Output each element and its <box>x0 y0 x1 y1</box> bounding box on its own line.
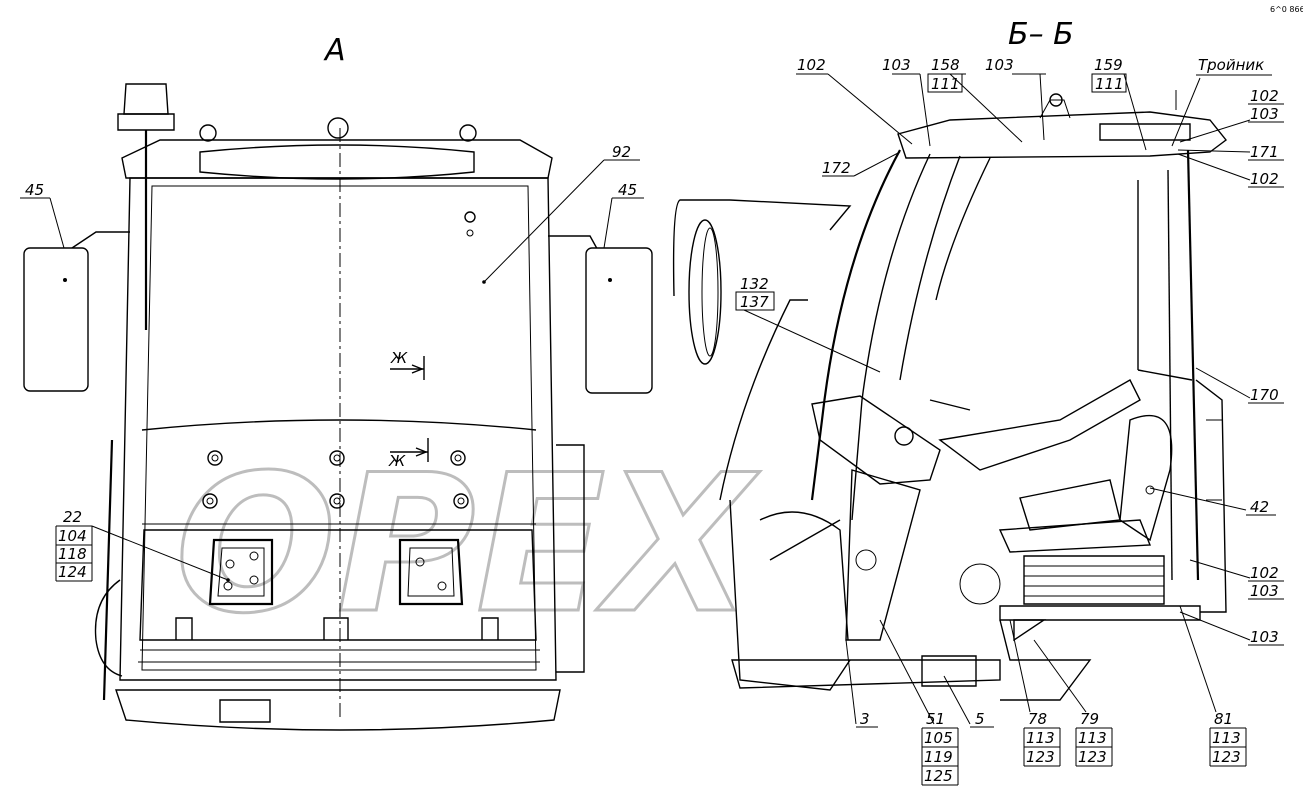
callout-104: 104 <box>58 527 87 545</box>
section-mark-upper: Ж <box>390 349 408 367</box>
callout-42: 42 <box>1250 498 1269 516</box>
callout-102-low: 102 <box>1250 564 1279 582</box>
callout-stack-78: 78 113 123 <box>1023 710 1061 767</box>
callout-stack-79: 79 113 123 <box>1075 710 1113 767</box>
callout-3: 3 <box>860 710 870 728</box>
section-mark-lower: Ж <box>388 452 406 470</box>
callout-stack-102-103-low: 102 103 <box>1248 564 1284 600</box>
callout-stack-81: 81 113 123 <box>1209 710 1247 767</box>
callout-113-a: 113 <box>1026 729 1055 747</box>
callout-137: 137 <box>740 293 769 311</box>
callout-171: 171 <box>1250 143 1279 161</box>
callout-113-c: 113 <box>1212 729 1241 747</box>
view-a-drawing: А <box>20 33 653 731</box>
view-a-title: А <box>323 33 346 68</box>
callout-113-b: 113 <box>1078 729 1107 747</box>
callout-118: 118 <box>58 545 87 563</box>
callout-stack-158-111: 158 <box>931 56 960 74</box>
callout-123-b: 123 <box>1078 748 1107 766</box>
callout-stack-159-111: 159 111 <box>1091 56 1127 93</box>
callout-123-a: 123 <box>1026 748 1055 766</box>
callout-119: 119 <box>924 748 953 766</box>
callout-172: 172 <box>822 159 851 177</box>
side-mirror <box>688 219 722 365</box>
callout-124: 124 <box>58 563 87 581</box>
callout-stack-102-103-top: 102 103 <box>1248 87 1284 123</box>
callout-105: 105 <box>924 729 953 747</box>
callout-102-right: 102 <box>1250 170 1279 188</box>
callout-170: 170 <box>1250 386 1279 404</box>
left-mirror <box>23 247 89 392</box>
callout-103-top: 103 <box>985 56 1014 74</box>
callout-51: 51 <box>926 710 945 728</box>
callout-45-right: 45 <box>618 181 637 199</box>
tee-label: Тройник <box>1198 56 1264 74</box>
callout-103: 103 <box>882 56 911 74</box>
tee-label-group: Тройник <box>1196 56 1272 76</box>
watermark: ОРЕХ <box>175 434 761 655</box>
view-bb-title: Б– Б <box>1008 17 1074 52</box>
callout-111-b: 111 <box>1095 75 1124 93</box>
callout-stack-51: 51 105 119 125 <box>921 710 959 786</box>
callout-102-top: 102 <box>797 56 826 74</box>
callout-81: 81 <box>1214 710 1233 728</box>
view-bb-drawing: Б– Б <box>672 17 1251 725</box>
corner-mark: 6^0 866 <box>1270 5 1303 14</box>
callout-125: 125 <box>924 767 953 785</box>
callout-103-low-stack: 103 <box>1250 582 1279 600</box>
callout-102-right-top: 102 <box>1250 87 1279 105</box>
callout-45-left: 45 <box>25 181 44 199</box>
callout-158: 158 <box>931 56 960 74</box>
callout-stack-132-137: 132 137 <box>735 275 775 311</box>
callout-103-right-top: 103 <box>1250 105 1279 123</box>
callout-22: 22 <box>63 508 82 526</box>
callout-132: 132 <box>740 275 769 293</box>
callout-159: 159 <box>1094 56 1123 74</box>
callout-78: 78 <box>1028 710 1047 728</box>
callout-92: 92 <box>612 143 631 161</box>
right-mirror <box>585 247 653 394</box>
callout-79: 79 <box>1080 710 1099 728</box>
callout-stack-103-111: 103 111 <box>882 56 963 93</box>
callout-111: 111 <box>931 75 960 93</box>
callout-5: 5 <box>975 710 985 728</box>
callout-103-low: 103 <box>1250 628 1279 646</box>
callout-123-c: 123 <box>1212 748 1241 766</box>
callout-stack-22: 22 104 118 124 <box>55 508 93 582</box>
